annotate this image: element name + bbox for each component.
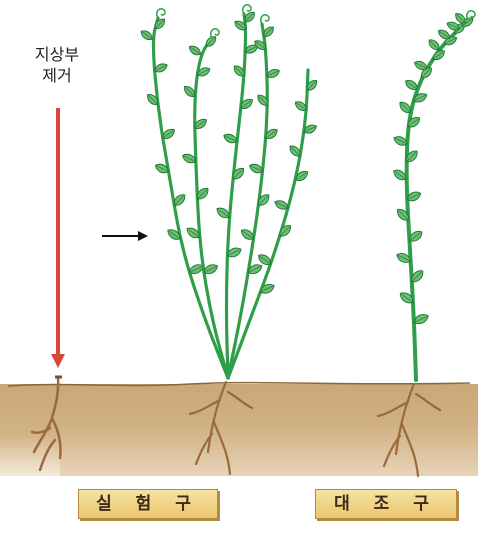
shoot-removal-label-line1: 지상부 xyxy=(18,44,96,65)
experimental-stem-5-leaf-2 xyxy=(277,223,293,239)
pointer-arrow xyxy=(102,231,148,241)
control-group-label: 대 조 구 xyxy=(315,489,457,519)
tendril-1 xyxy=(157,9,165,18)
shoot-removal-label-line2: 제거 xyxy=(18,65,96,86)
soil-lower-band xyxy=(60,428,478,476)
experimental-stem-1-leaf-7 xyxy=(139,28,154,42)
shoot-removal-label: 지상부 제거 xyxy=(18,44,96,86)
shoot-removal-arrow xyxy=(51,108,65,368)
experimental-stem-2 xyxy=(195,38,228,378)
control-stem-leaf-17 xyxy=(427,37,442,52)
soil-layer xyxy=(0,383,478,476)
experimental-stem-1 xyxy=(154,18,229,378)
plants xyxy=(139,5,475,380)
tendril-4 xyxy=(261,15,269,24)
experimental-group-label: 실 험 구 xyxy=(78,489,218,519)
